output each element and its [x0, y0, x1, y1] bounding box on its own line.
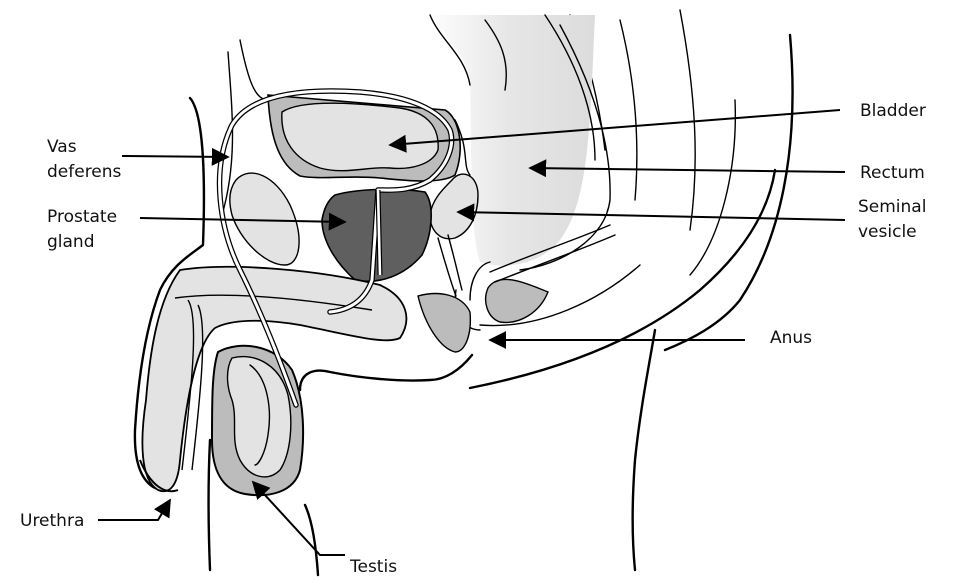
vas-deferens-pointer [122, 156, 228, 157]
label-bladder: Bladder [860, 101, 926, 121]
scrotum [212, 346, 303, 495]
label-seminal-vesicle-1: Seminal [858, 197, 926, 217]
label-vas-deferens-1: Vas [47, 137, 77, 157]
label-prostate-1: Prostate [47, 207, 117, 227]
label-rectum: Rectum [860, 163, 925, 183]
urethra-pointer [98, 500, 170, 520]
label-seminal-vesicle-2: vesicle [858, 222, 917, 242]
label-vas-deferens-2: deferens [47, 162, 122, 182]
label-testis: Testis [349, 557, 397, 577]
bulb [418, 294, 470, 352]
label-urethra: Urethra [20, 511, 84, 531]
label-anus: Anus [770, 328, 812, 348]
label-prostate-2: gland [47, 232, 95, 252]
